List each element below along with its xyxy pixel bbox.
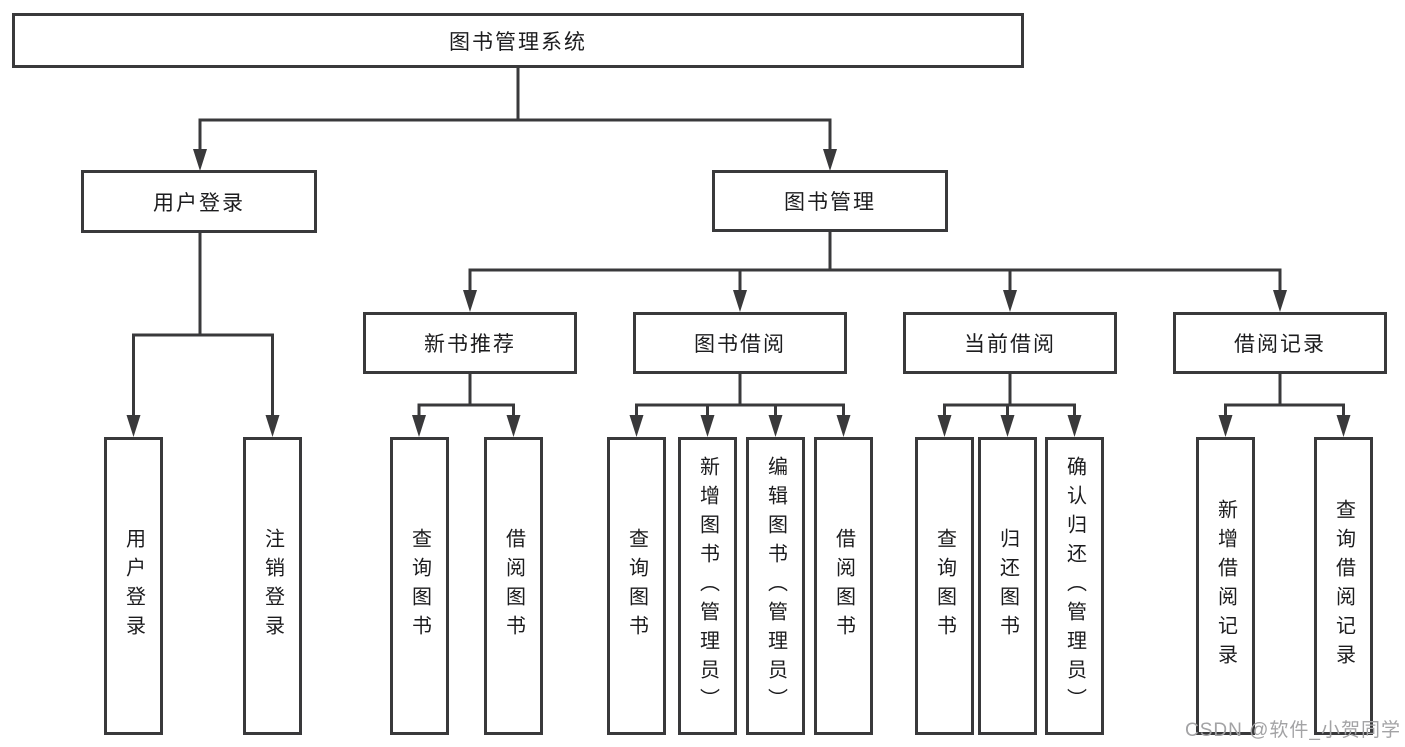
leaf-return-book: 归还图书 [978,437,1037,735]
leaf-edit-book-admin-label: 编辑图书（管理员） [764,455,787,717]
leaf-borrow-books-recommend: 借阅图书 [484,437,543,735]
connector-user-login-branch [126,231,280,437]
leaf-borrow-books: 借阅图书 [814,437,873,735]
connector-current-borrow-branch [937,372,1082,437]
leaf-query-books-recommend-label: 查询图书 [408,528,431,644]
connector-borrow-records-branch [1218,372,1351,437]
node-new-book-recommend-label: 新书推荐 [424,333,516,356]
node-borrow-records: 借阅记录 [1173,312,1387,374]
leaf-add-borrow-record: 新增借阅记录 [1196,437,1255,735]
node-root-label: 图书管理系统 [449,30,587,54]
leaf-add-borrow-record-label: 新增借阅记录 [1214,499,1237,673]
leaf-return-book-label: 归还图书 [996,528,1019,644]
node-current-borrow-label: 当前借阅 [964,333,1056,356]
leaf-query-books-recommend: 查询图书 [390,437,449,735]
leaf-user-login: 用户登录 [104,437,163,735]
leaf-user-login-label: 用户登录 [122,528,145,644]
node-book-borrow-label: 图书借阅 [694,333,786,356]
node-borrow-records-label: 借阅记录 [1234,333,1326,356]
leaf-edit-book-admin: 编辑图书（管理员） [746,437,805,735]
leaf-borrow-books-recommend-label: 借阅图书 [502,528,525,644]
node-book-management-label: 图书管理 [784,191,876,214]
node-root: 图书管理系统 [12,13,1024,68]
leaf-add-book-admin-label: 新增图书（管理员） [696,455,719,717]
node-user-login-label: 用户登录 [153,191,245,215]
leaf-confirm-return-admin: 确认归还（管理员） [1045,437,1104,735]
connector-root-branch [193,66,837,171]
connector-book-management-branch [463,230,1287,312]
leaf-query-borrow-record-label: 查询借阅记录 [1332,499,1355,673]
leaf-borrow-books-label: 借阅图书 [832,528,855,644]
connector-new-book-branch [412,372,521,437]
node-book-management: 图书管理 [712,170,948,232]
node-new-book-recommend: 新书推荐 [363,312,577,374]
leaf-add-book-admin: 新增图书（管理员） [678,437,737,735]
leaf-query-borrow-record: 查询借阅记录 [1314,437,1373,735]
node-current-borrow: 当前借阅 [903,312,1117,374]
leaf-query-books-current-label: 查询图书 [933,528,956,644]
leaf-logout: 注销登录 [243,437,302,735]
leaf-query-books-current: 查询图书 [915,437,974,735]
node-user-login: 用户登录 [81,170,317,233]
leaf-query-books-borrow: 查询图书 [607,437,666,735]
leaf-logout-label: 注销登录 [261,528,284,644]
leaf-confirm-return-admin-label: 确认归还（管理员） [1063,455,1086,717]
connector-book-borrow-branch [629,372,851,437]
node-book-borrow: 图书借阅 [633,312,847,374]
leaf-query-books-borrow-label: 查询图书 [625,528,648,644]
watermark: CSDN @软件_小贺同学 [1185,720,1401,741]
